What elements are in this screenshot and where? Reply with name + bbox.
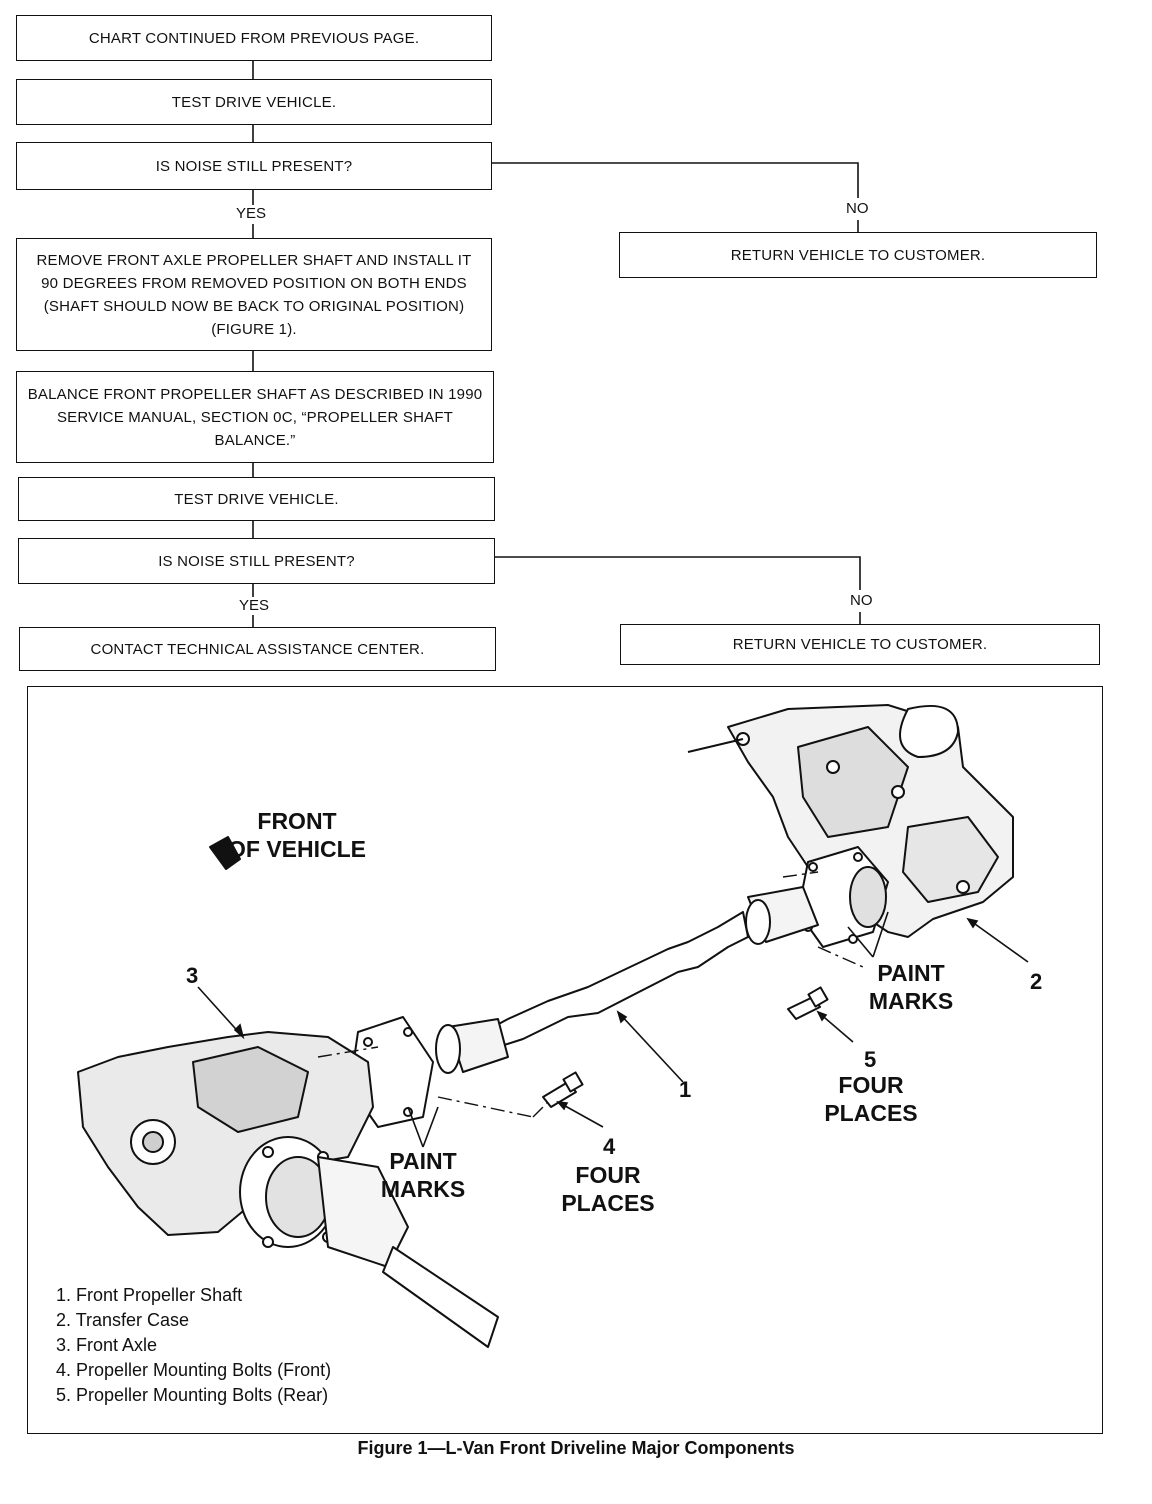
legend-item: 1. Front Propeller Shaft <box>56 1285 243 1305</box>
yes-label-1: YES <box>236 205 267 222</box>
flow-step-text: TEST DRIVE VEHICLE. <box>171 93 337 111</box>
yes-label-2: YES <box>239 597 270 614</box>
front-axle-icon <box>77 1031 499 1348</box>
flow-step-test-drive-1: TEST DRIVE VEHICLE. <box>16 79 492 125</box>
callout-2: 2 <box>1030 969 1043 994</box>
flow-decision-noise-1: IS NOISE STILL PRESENT? <box>16 142 492 190</box>
flow-step-balance-shaft: BALANCE FRONT PROPELLER SHAFT AS DESCRIB… <box>16 371 494 463</box>
flow-step-contact-tac: CONTACT TECHNICAL ASSISTANCE CENTER. <box>19 627 496 671</box>
flow-step-text: RETURN VEHICLE TO CUSTOMER. <box>730 246 986 264</box>
flow-step-text: CHART CONTINUED FROM PREVIOUS PAGE. <box>88 29 420 47</box>
callout-3: 3 <box>186 963 199 988</box>
flow-step-return-1: RETURN VEHICLE TO CUSTOMER. <box>619 232 1097 278</box>
flow-step-text: REMOVE FRONT AXLE PROPELLER SHAFT AND IN… <box>36 251 472 338</box>
flow-step-text: IS NOISE STILL PRESENT? <box>155 157 353 175</box>
flow-step-chart-continued: CHART CONTINUED FROM PREVIOUS PAGE. <box>16 15 492 61</box>
flow-step-return-2: RETURN VEHICLE TO CUSTOMER. <box>620 624 1100 665</box>
legend-item: 2. Transfer Case <box>56 1310 190 1330</box>
flow-step-text: CONTACT TECHNICAL ASSISTANCE CENTER. <box>90 640 425 658</box>
driveline-illustration <box>77 704 1029 1348</box>
flowchart-connectors <box>252 60 861 628</box>
flow-step-text: BALANCE FRONT PROPELLER SHAFT AS DESCRIB… <box>27 385 483 449</box>
no-label-1: NO <box>846 200 869 217</box>
flow-step-text: RETURN VEHICLE TO CUSTOMER. <box>732 636 988 653</box>
legend-item: 4. Propeller Mounting Bolts (Front) <box>56 1360 332 1380</box>
transfer-case-icon <box>687 704 1014 948</box>
flow-decision-noise-2: IS NOISE STILL PRESENT? <box>18 538 495 584</box>
component-legend: 1. Front Propeller Shaft 2. Transfer Cas… <box>56 1283 331 1408</box>
callout-1: 1 <box>679 1077 692 1102</box>
flow-step-remove-shaft: REMOVE FRONT AXLE PROPELLER SHAFT AND IN… <box>16 238 492 351</box>
flow-step-test-drive-2: TEST DRIVE VEHICLE. <box>18 477 495 521</box>
no-label-2: NO <box>850 592 873 609</box>
flow-step-text: IS NOISE STILL PRESENT? <box>158 552 355 570</box>
legend-item: 3. Front Axle <box>56 1335 158 1355</box>
propeller-shaft-icon <box>435 886 819 1074</box>
callout-4: 4 <box>603 1134 616 1159</box>
legend-item: 5. Propeller Mounting Bolts (Rear) <box>56 1385 329 1405</box>
figure-caption: Figure 1—L-Van Front Driveline Major Com… <box>357 1438 795 1458</box>
callout-5: 5 <box>864 1047 877 1072</box>
front-arrow-icon <box>209 836 241 870</box>
flow-step-text: TEST DRIVE VEHICLE. <box>174 490 339 508</box>
